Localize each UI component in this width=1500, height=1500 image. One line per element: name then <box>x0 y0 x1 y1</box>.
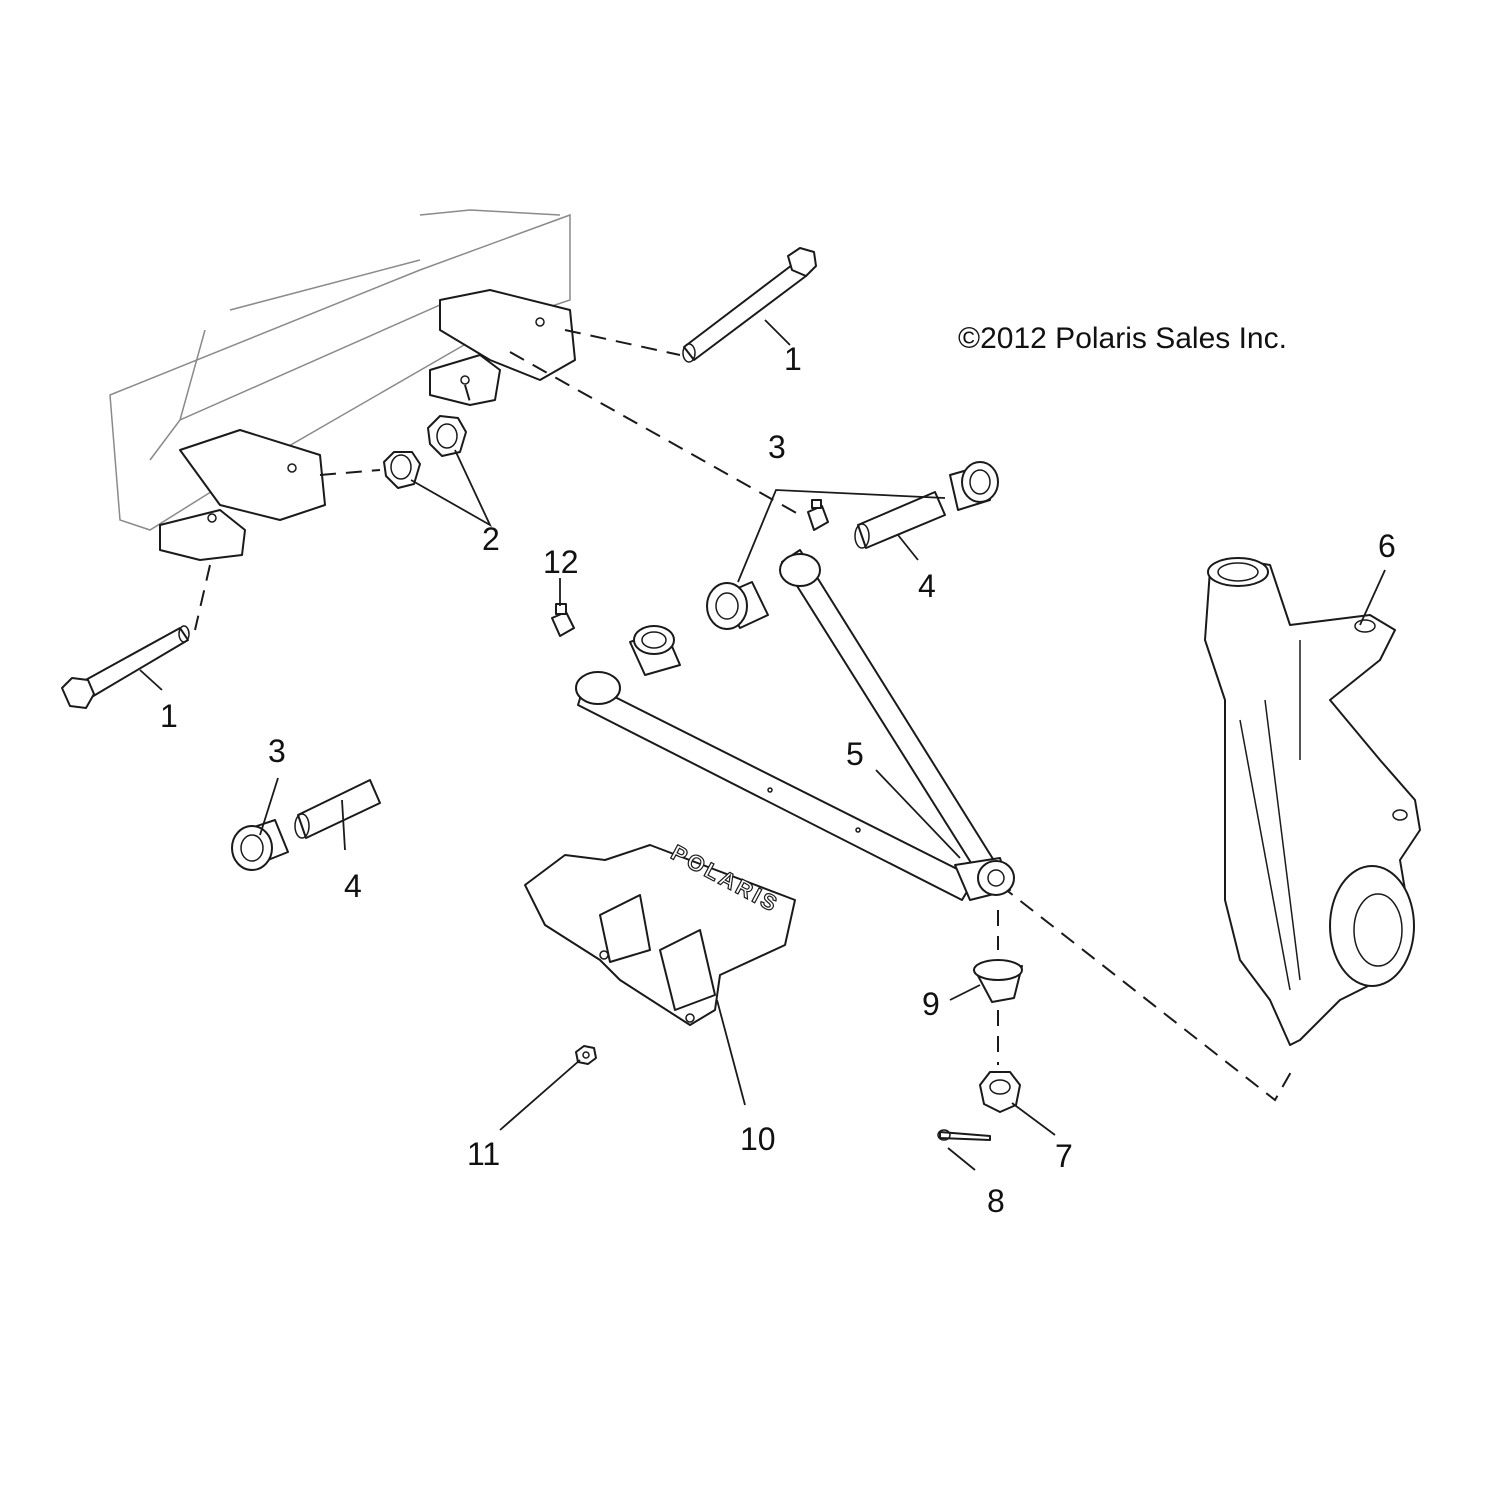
callout-7: 7 <box>1055 1138 1073 1174</box>
callout-4-lower: 4 <box>344 868 362 904</box>
callout-9: 9 <box>922 986 940 1022</box>
frame-structure <box>109 209 576 561</box>
bushing-lower-left <box>231 819 289 871</box>
assembly-lines <box>194 329 1296 1102</box>
callout-3-lower: 3 <box>268 733 286 769</box>
callout-11: 11 <box>467 1136 500 1172</box>
bushing-upper-right <box>949 461 999 511</box>
sleeve-upper <box>854 491 946 549</box>
grease-fitting-right <box>807 499 829 531</box>
leader-lines <box>139 319 1386 1171</box>
copyright-notice: ©2012 Polaris Sales Inc. <box>958 322 1287 355</box>
bushing-mid <box>706 581 769 630</box>
spindle <box>1204 557 1421 1046</box>
a-arm <box>575 549 1015 901</box>
bolt-upper <box>682 247 817 363</box>
callout-2: 2 <box>482 521 500 557</box>
callout-1-upper: 1 <box>784 341 802 377</box>
callout-labels: 1 1 2 3 3 4 4 5 6 7 8 9 10 11 12 <box>160 341 1396 1219</box>
callout-12: 12 <box>543 544 579 580</box>
callout-6: 6 <box>1378 528 1396 564</box>
cotter-pin <box>937 1129 991 1141</box>
callout-1-lower: 1 <box>160 698 178 734</box>
callout-5: 5 <box>846 736 864 772</box>
callout-4-upper: 4 <box>918 568 936 604</box>
bushing-left-arm <box>629 625 681 676</box>
bushings <box>231 461 999 871</box>
nut-pair <box>383 415 467 489</box>
castle-nut <box>979 1071 1021 1113</box>
sleeve-lower <box>294 779 381 839</box>
bolt-lower <box>61 625 190 709</box>
arm-guard: POLARIS <box>524 839 796 1026</box>
grease-fitting-left <box>551 603 575 637</box>
callout-10: 10 <box>740 1121 776 1157</box>
boot <box>973 959 1023 1003</box>
callout-3-upper: 3 <box>768 429 786 465</box>
callout-8: 8 <box>987 1183 1005 1219</box>
